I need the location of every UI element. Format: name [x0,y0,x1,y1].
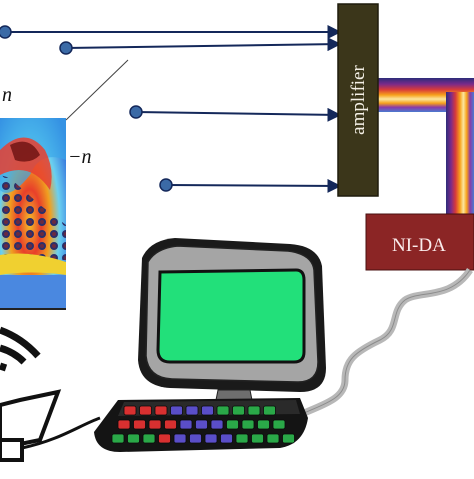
keyboard-key [232,405,245,416]
keyboard-key [133,419,146,430]
amplifier-label: amplifier [348,65,370,135]
symbol-minus-n: −n [68,146,92,168]
keyboard-key [235,433,249,444]
keyboard-key [148,419,162,430]
symbol-n: n [2,84,12,106]
amplifier-box [337,3,379,197]
keyboard-key [142,433,156,444]
keyboard-key [173,433,187,444]
keyboard-key [127,433,140,444]
keyboard-key [204,433,218,444]
computer-monitor [138,238,326,401]
keyboard-key [179,419,193,430]
keyboard-key [154,405,168,416]
keyboard-key [220,433,233,444]
keyboard-key [170,405,183,416]
keyboard-key [241,419,255,430]
keyboard-key [164,419,177,430]
field-simulation-image [0,118,66,310]
ribbon-cable [376,78,474,214]
keyboard-key [189,433,202,444]
amplifier-label-box: amplifier [342,4,376,196]
keyboard-key [247,405,261,416]
keyboard-key [201,405,214,416]
keyboard-key [195,419,208,430]
speaker-cable [21,416,101,450]
keyboard-key [263,405,276,416]
keyboard-key [226,419,239,430]
sensor-nodes [0,25,173,192]
keyboard-key [216,405,230,416]
keyboard-key [257,419,270,430]
keyboard-key [111,433,125,444]
keyboard-key [185,405,199,416]
usb-cable [298,267,473,419]
speaker-icon [0,326,62,462]
signal-wires [8,25,342,193]
keyboard-key [210,419,224,430]
keyboard-key [251,433,264,444]
keyboard-key [272,419,286,430]
daq-label: NI-DA [392,235,446,256]
keyboard-key [282,433,295,444]
keyboard-key [158,433,171,444]
keyboard-key [117,419,131,430]
keyboard-key [266,433,280,444]
callout-line [65,59,129,121]
keyboard [94,398,308,452]
daq-box [365,213,474,271]
keyboard-key [139,405,152,416]
keyboard-key [123,405,137,416]
